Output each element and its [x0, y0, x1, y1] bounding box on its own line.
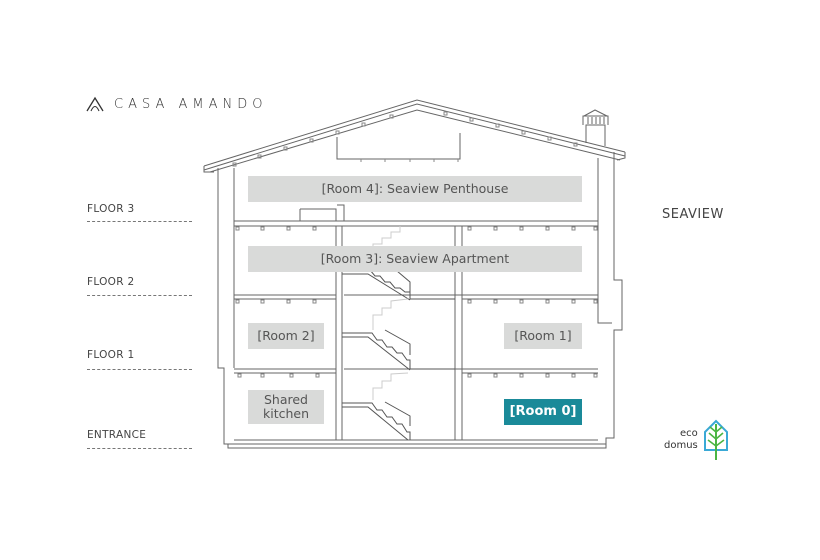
room-0-label: [Room 0]	[509, 403, 577, 419]
floor-divider-entrance	[87, 448, 192, 449]
room-4-penthouse[interactable]: [Room 4]: Seaview Penthouse	[248, 176, 582, 202]
brand-logo: CASA AMANDO	[86, 96, 267, 112]
room-4-label: [Room 4]: Seaview Penthouse	[321, 180, 509, 196]
room-3-apartment[interactable]: [Room 3]: Seaview Apartment	[248, 246, 582, 272]
eco-text-line1: eco	[679, 428, 698, 439]
room-1[interactable]: [Room 1]	[504, 323, 582, 349]
shared-kitchen[interactable]: Shared kitchen	[248, 390, 324, 424]
brand-name: CASA AMANDO	[114, 96, 268, 112]
room-1-label: [Room 1]	[514, 327, 572, 343]
floor-label-2: FLOOR 2	[87, 276, 135, 288]
floor-label-entrance: ENTRANCE	[87, 429, 147, 441]
seaview-label: SEAVIEW	[662, 207, 724, 222]
room-0-active[interactable]: [Room 0]	[504, 399, 582, 425]
kitchen-label-line2: kitchen	[262, 406, 310, 421]
floor-divider-2	[87, 295, 192, 296]
kitchen-label-line1: Shared	[263, 391, 308, 407]
room-3-label: [Room 3]: Seaview Apartment	[320, 250, 510, 266]
floor-label-1: FLOOR 1	[87, 349, 135, 361]
room-2-label: [Room 2]	[257, 327, 315, 343]
eco-text-line2: domus	[664, 440, 698, 451]
floor-label-3: FLOOR 3	[87, 203, 135, 215]
floor-divider-1	[87, 369, 192, 370]
room-2[interactable]: [Room 2]	[248, 323, 324, 349]
leaf-house-icon	[703, 419, 728, 460]
floor-divider-3	[87, 221, 192, 222]
eco-domus-logo: eco domus	[664, 418, 730, 462]
arch-logo-icon	[86, 96, 104, 112]
